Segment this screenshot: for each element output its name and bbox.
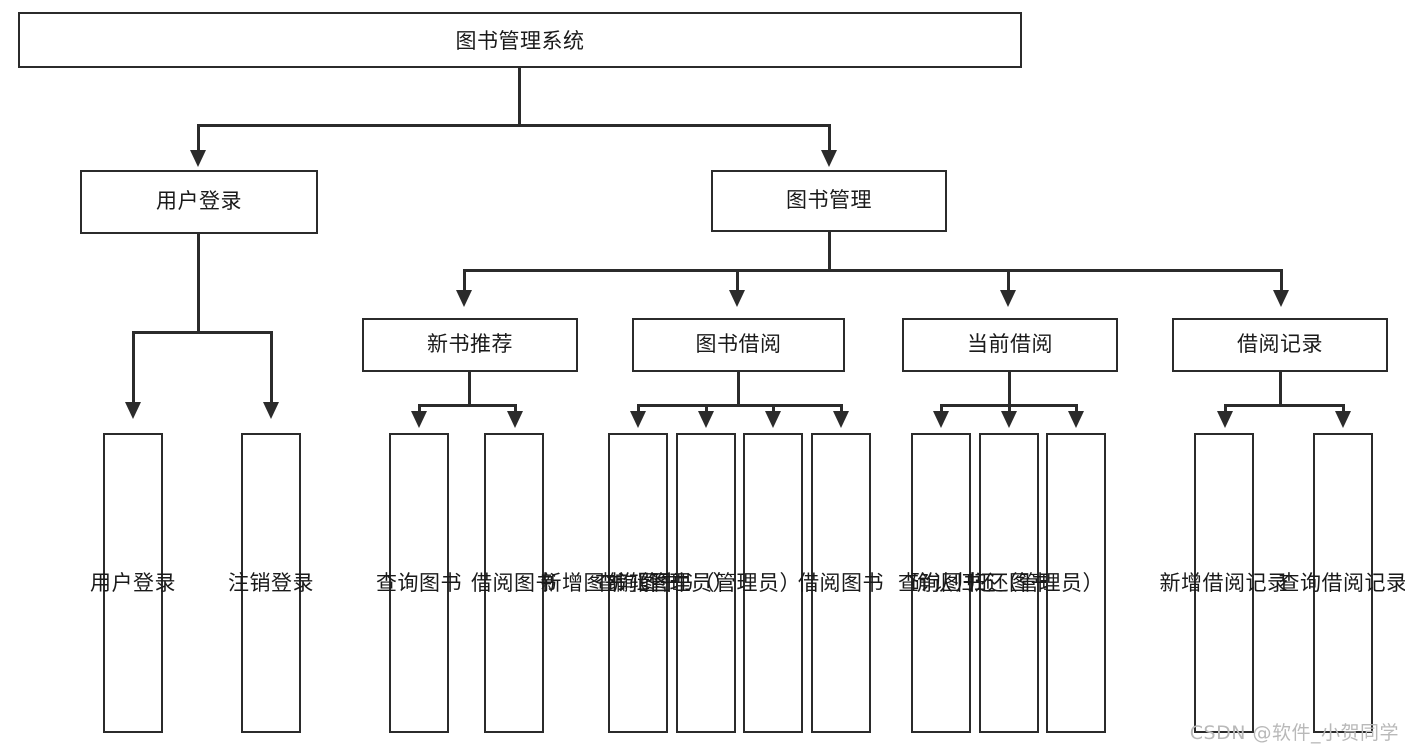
leaf-return-book[interactable]: 归还图书 <box>966 433 1052 733</box>
connector-new-book-to-leaf-2 <box>514 404 517 414</box>
leaf-borrow-book[interactable]: 借阅图书 <box>798 433 884 733</box>
leaf-query-book-new-recommend[interactable]: 查询图书 <box>376 433 462 733</box>
connector-book-borrow-to-leaf-4 <box>840 404 843 414</box>
leaf-confirm-return-admin[interactable]: 确认归还（管理员） <box>911 433 1106 733</box>
connector-book-borrow-split-bar <box>637 404 843 407</box>
arrow-new-book-to-leaf-1 <box>411 411 427 428</box>
leaf-label: 用户登录 <box>90 570 176 595</box>
leaf-label: 注销登录 <box>228 570 314 595</box>
arrow-user-login-to-leaf-1 <box>125 402 141 419</box>
connector-user-login-to-leaf-1 <box>132 331 135 406</box>
node-user-login[interactable]: 用户登录 <box>80 170 318 234</box>
leaf-label: 借阅图书 <box>798 570 884 595</box>
connector-user-login-to-leaf-2 <box>270 331 273 406</box>
connector-book-management-split-bar <box>463 269 1283 272</box>
arrow-current-borrow-to-leaf-2 <box>1001 411 1017 428</box>
leaf-label: 归还图书 <box>966 570 1052 595</box>
leaf-borrow-book-new-recommend[interactable]: 借阅图书 <box>471 433 557 733</box>
leaf-add-book-admin[interactable]: 新增图书（管理员） <box>541 433 736 733</box>
connector-book-management-to-current <box>1007 269 1010 293</box>
arrow-new-book-to-leaf-2 <box>507 411 523 428</box>
connector-user-login-split-bar <box>132 331 270 334</box>
connector-current-borrow-to-leaf-1 <box>940 404 943 414</box>
connector-book-borrow-to-leaf-2 <box>705 404 708 414</box>
arrow-root-to-book-management <box>821 150 837 167</box>
leaf-query-book-borrow[interactable]: 查询图书 <box>595 433 681 733</box>
arrow-book-management-to-record <box>1273 290 1289 307</box>
connector-current-borrow-to-leaf-3 <box>1075 404 1078 414</box>
connector-user-login-stem <box>197 234 200 334</box>
connector-book-borrow-stem <box>737 372 740 407</box>
leaf-logout-login[interactable]: 注销登录 <box>228 433 314 733</box>
arrow-borrow-record-to-leaf-1 <box>1217 411 1233 428</box>
leaf-add-borrow-record[interactable]: 新增借阅记录 <box>1160 433 1288 733</box>
node-new-book-recommend[interactable]: 新书推荐 <box>362 318 578 372</box>
arrow-book-management-to-current <box>1000 290 1016 307</box>
leaf-label: 查询图书 <box>595 570 681 595</box>
connector-borrow-record-split-bar <box>1224 404 1345 407</box>
arrow-book-borrow-to-leaf-1 <box>630 411 646 428</box>
connector-book-management-to-new-book <box>463 269 466 293</box>
connector-borrow-record-to-leaf-2 <box>1342 404 1345 414</box>
arrow-book-borrow-to-leaf-3 <box>765 411 781 428</box>
connector-book-borrow-to-leaf-1 <box>637 404 640 414</box>
leaf-label: 查询图书 <box>376 570 462 595</box>
arrow-user-login-to-leaf-2 <box>263 402 279 419</box>
connector-book-management-to-borrow <box>736 269 739 293</box>
connector-book-borrow-to-leaf-3 <box>772 404 775 414</box>
connector-borrow-record-stem <box>1279 372 1282 407</box>
arrow-current-borrow-to-leaf-1 <box>933 411 949 428</box>
connector-book-management-stem <box>828 232 831 272</box>
node-book-borrow[interactable]: 图书借阅 <box>632 318 845 372</box>
leaf-label: 查询图书 <box>898 570 984 595</box>
leaf-label: 确认归还（管理员） <box>910 570 1104 595</box>
leaf-user-login[interactable]: 用户登录 <box>90 433 176 733</box>
leaf-label: 新增借阅记录 <box>1159 570 1289 595</box>
arrow-root-to-user-login <box>190 150 206 167</box>
node-borrow-record[interactable]: 借阅记录 <box>1172 318 1388 372</box>
node-current-borrow[interactable]: 当前借阅 <box>902 318 1118 372</box>
connector-book-management-to-record <box>1280 269 1283 293</box>
arrow-book-borrow-to-leaf-4 <box>833 411 849 428</box>
leaf-query-borrow-record[interactable]: 查询借阅记录 <box>1279 433 1405 733</box>
connector-root-split-bar <box>197 124 831 127</box>
leaf-label: 新增图书（管理员） <box>540 570 734 595</box>
connector-borrow-record-to-leaf-1 <box>1224 404 1227 414</box>
node-book-management[interactable]: 图书管理 <box>711 170 947 232</box>
node-root-book-management-system[interactable]: 图书管理系统 <box>18 12 1022 68</box>
arrow-borrow-record-to-leaf-2 <box>1335 411 1351 428</box>
leaf-query-book-current[interactable]: 查询图书 <box>898 433 984 733</box>
leaf-label: 查询借阅记录 <box>1278 570 1405 595</box>
leaf-label: 编辑图书（管理员） <box>607 570 801 595</box>
arrow-book-management-to-new-book <box>456 290 472 307</box>
leaf-edit-book-admin[interactable]: 编辑图书（管理员） <box>608 433 803 733</box>
connector-new-book-stem <box>468 372 471 407</box>
connector-current-borrow-to-leaf-2 <box>1008 404 1011 414</box>
connector-root-stem <box>518 68 521 126</box>
connector-new-book-split-bar <box>418 404 517 407</box>
arrow-book-management-to-borrow <box>729 290 745 307</box>
connector-root-to-user-login <box>197 124 200 154</box>
connector-root-to-book-management <box>828 124 831 154</box>
connector-new-book-to-leaf-1 <box>418 404 421 414</box>
connector-current-borrow-stem <box>1008 372 1011 407</box>
leaf-label: 借阅图书 <box>471 570 557 595</box>
watermark-text: CSDN @软件_小贺同学 <box>1189 722 1399 744</box>
arrow-current-borrow-to-leaf-3 <box>1068 411 1084 428</box>
arrow-book-borrow-to-leaf-2 <box>698 411 714 428</box>
